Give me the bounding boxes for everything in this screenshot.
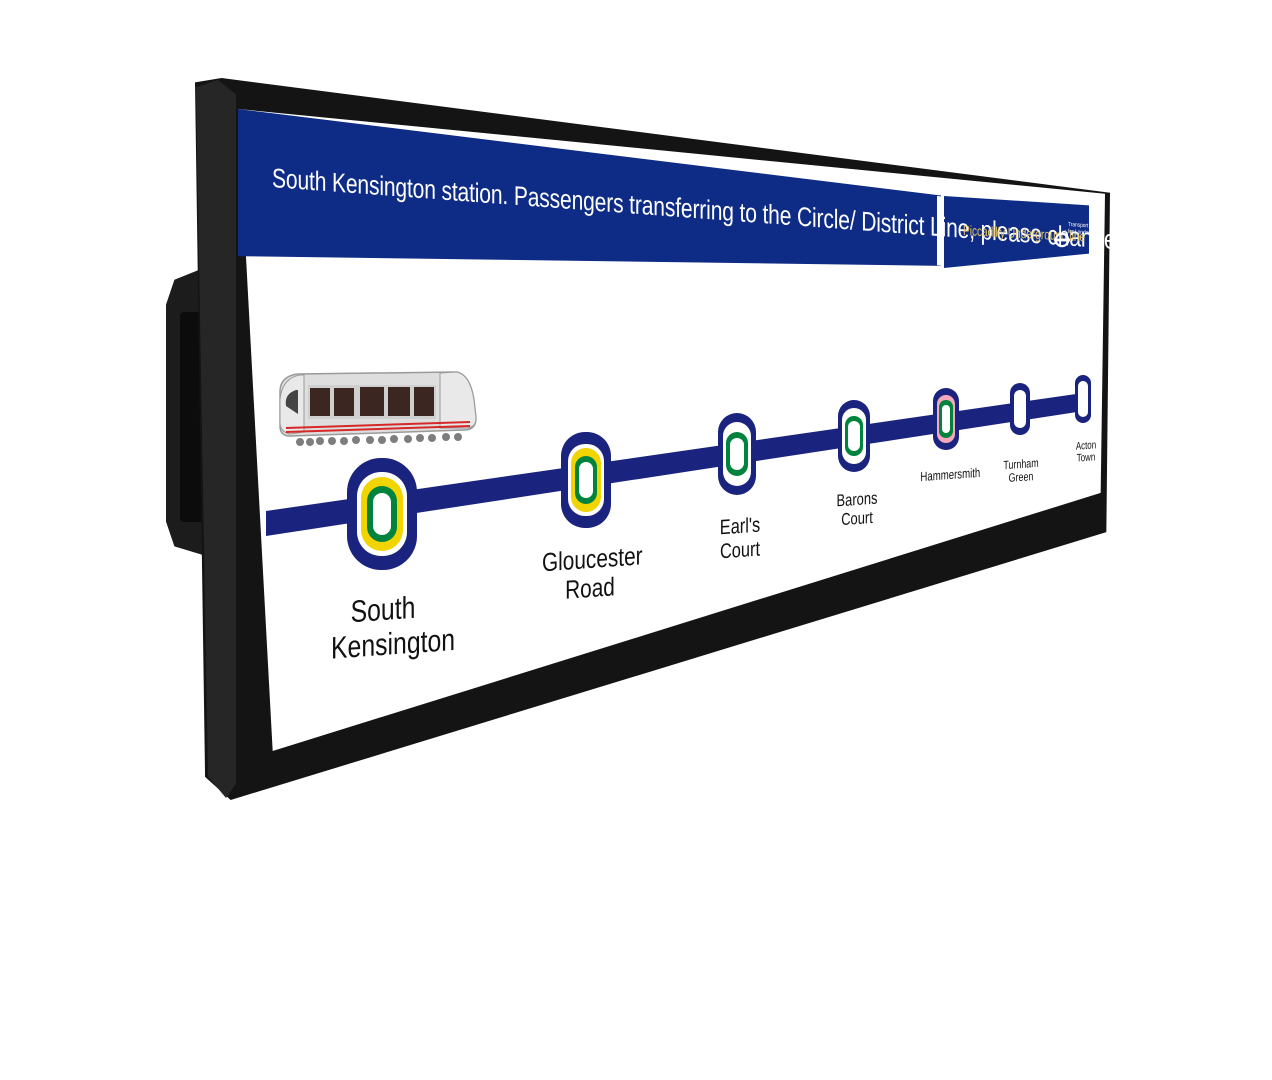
station-stop-earls-court[interactable]: [718, 413, 756, 495]
operator-name: Transport for London: [1068, 222, 1091, 237]
station-label-gloucester-road: Gloucester Road: [542, 540, 643, 605]
station-stop-turnham-green[interactable]: [1010, 383, 1030, 435]
banner-divider: [937, 196, 945, 266]
station-label-turnham-green: Turnham Green: [1003, 455, 1039, 486]
station-label-earls-court: Earl's Court: [719, 513, 761, 563]
station-stop-gloucester-road[interactable]: [561, 432, 611, 528]
station-stop-south-kensington[interactable]: [347, 458, 417, 570]
station-label-south-kensington: South Kensington: [331, 589, 456, 666]
station-stop-acton-town[interactable]: [1075, 375, 1091, 423]
station-label-barons-court: Barons Court: [836, 488, 878, 530]
station-stop-barons-court[interactable]: [838, 400, 870, 472]
station-label-acton-town: Acton Town: [1075, 439, 1097, 465]
tfl-roundel-icon: [1054, 232, 1070, 248]
station-stop-hammersmith[interactable]: [933, 388, 959, 450]
